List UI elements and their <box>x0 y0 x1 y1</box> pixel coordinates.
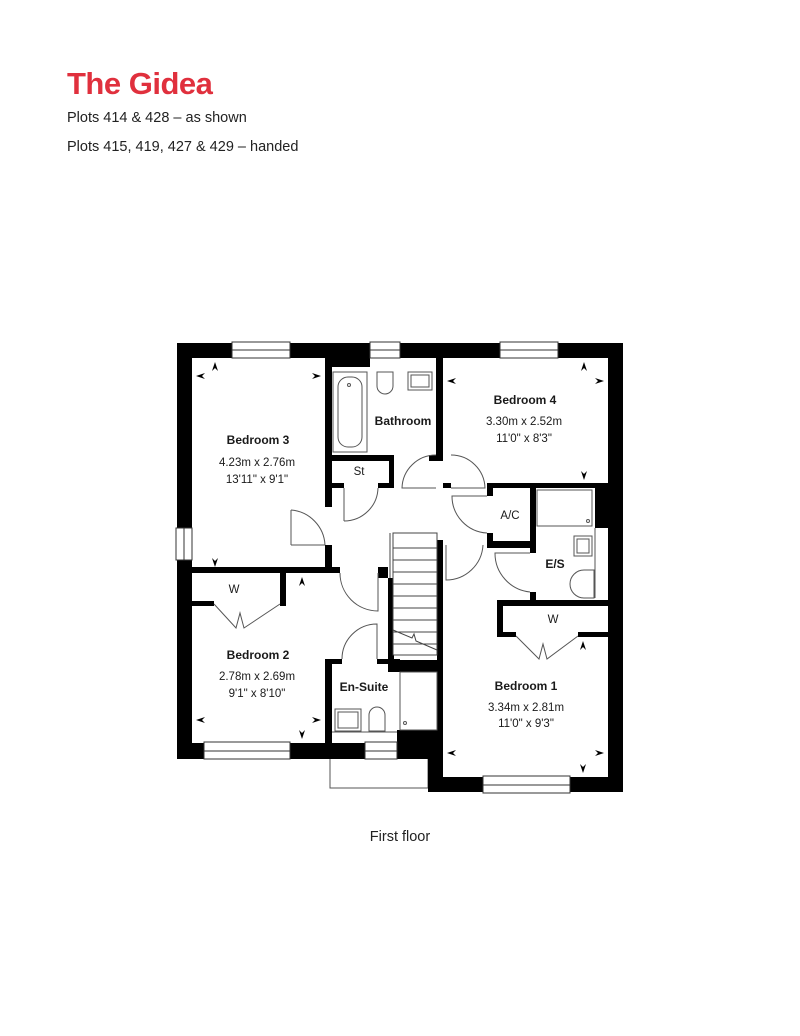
wardrobe-doors <box>213 603 579 660</box>
bedroom2-name: Bedroom 2 <box>227 648 290 662</box>
windows <box>175 341 571 794</box>
floor-label: First floor <box>369 829 431 845</box>
bedroom1-metric: 3.34m x 2.81m <box>488 702 564 714</box>
bedroom4-metric: 3.30m x 2.52m <box>486 416 562 428</box>
store-label: St <box>354 466 366 478</box>
doors <box>290 454 531 660</box>
bedroom4-name: Bedroom 4 <box>494 393 557 407</box>
bedroom4-imperial: 11'0" x 8'3" <box>496 433 552 445</box>
wardrobe-bed2-label: W <box>229 584 240 596</box>
bedroom1-name: Bedroom 1 <box>495 679 558 693</box>
wardrobe-bed1-label: W <box>548 614 559 626</box>
plots-handed: Plots 415, 419, 427 & 429 – handed <box>67 139 299 155</box>
staircase <box>389 532 438 656</box>
ensuite-name: En-Suite <box>340 680 389 694</box>
bedroom2-metric: 2.78m x 2.69m <box>219 671 295 683</box>
fixtures <box>332 371 596 733</box>
bedroom1-imperial: 11'0" x 9'3" <box>498 718 554 730</box>
dimension-arrows <box>196 362 604 773</box>
bedroom2-imperial: 9'1" x 8'10" <box>229 688 286 700</box>
bathroom-name: Bathroom <box>375 414 432 428</box>
bedroom3-metric: 4.23m x 2.76m <box>219 457 295 469</box>
airing-cupboard-label: A/C <box>500 510 519 522</box>
bedroom3-imperial: 13'11" x 9'1" <box>226 474 288 486</box>
page-title: The Gidea <box>67 66 213 101</box>
bedroom3-name: Bedroom 3 <box>227 433 290 447</box>
plots-as-shown: Plots 414 & 428 – as shown <box>67 110 247 126</box>
ensuite-small-label: E/S <box>545 557 564 571</box>
